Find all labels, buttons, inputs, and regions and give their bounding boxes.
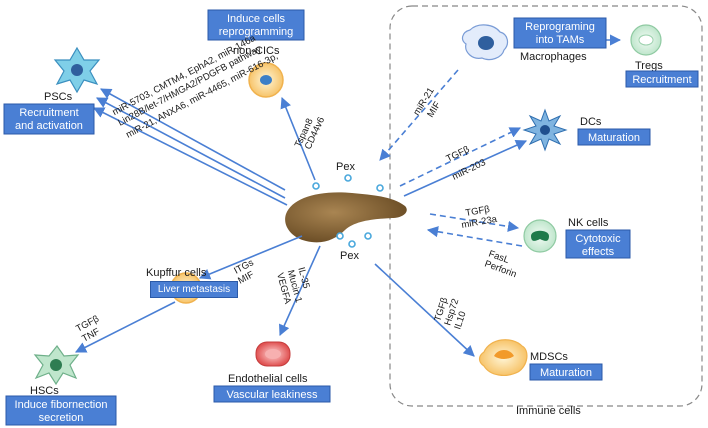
noncic-cell (248, 62, 284, 98)
dc-cell (522, 108, 568, 152)
box-recruitment-activation: Recruitment and activation (3, 103, 95, 135)
nk-label: NK cells (568, 217, 609, 229)
svg-text:Recruitment: Recruitment (632, 74, 691, 86)
dcs-label: DCs (580, 116, 602, 128)
svg-text:Induce fibornection: Induce fibornection (15, 399, 108, 411)
endothelial-cell (255, 341, 291, 367)
box-reprogramming-tams: Reprograming into TAMs (513, 17, 607, 49)
svg-text:Induce cells: Induce cells (227, 13, 286, 25)
macrophage-cell (461, 24, 509, 61)
svg-text:secretion: secretion (39, 412, 84, 424)
mdsc-cell (478, 339, 528, 376)
arrow-to-kupffur (198, 235, 303, 280)
svg-text:into TAMs: into TAMs (536, 34, 585, 46)
box-induce-reprogramming: Induce cells reprogramming (207, 9, 305, 41)
kupffur-label: Kupffur cells (146, 267, 207, 279)
arrow-nk-to-pex (426, 226, 523, 247)
macrophages-label: Macrophages (520, 51, 587, 63)
mdscs-label: MDSCs (530, 351, 568, 363)
box-mdsc-maturation: Maturation (529, 363, 603, 381)
arrow-to-pscs-3 (92, 107, 288, 206)
pex-vesicles (312, 174, 384, 248)
svg-text:Cytotoxic: Cytotoxic (575, 233, 621, 245)
arrow-to-pscs-2 (96, 97, 286, 199)
svg-text:reprogramming: reprogramming (219, 26, 294, 38)
arrow-to-mdscs (374, 263, 475, 357)
arrow-to-noncics (280, 96, 316, 181)
endothelial-label: Endothelial cells (228, 373, 308, 385)
pex-label-bottom: Pex (340, 250, 359, 262)
nk-cell (523, 219, 557, 253)
arrow-to-endothelial (279, 245, 321, 337)
box-vascular-leakiness: Vascular leakiness (213, 385, 331, 403)
hsc-cell (33, 344, 80, 386)
arrow-to-nk-dashed (429, 213, 520, 232)
svg-text:and activation: and activation (15, 120, 83, 132)
pancreas-organ (285, 192, 407, 243)
pscs-label: PSCs (44, 91, 73, 103)
svg-text:Maturation: Maturation (540, 367, 592, 379)
box-tregs-recruitment: Recruitment (625, 70, 699, 88)
pex-label-top: Pex (336, 161, 355, 173)
arrow-to-dcs-dashed (399, 127, 522, 187)
mdsc-molecule-3: IL10 (452, 310, 468, 331)
immune-cells-label: Immune cells (516, 405, 581, 417)
svg-text:Reprograming: Reprograming (525, 21, 595, 33)
liver-metastasis-text: Liver metastasis (157, 284, 231, 295)
box-fibronection: Induce fibornection secretion (5, 395, 117, 426)
box-dc-maturation: Maturation (577, 128, 651, 146)
box-cytotoxic-effects: Cytotoxic effects (565, 229, 631, 259)
liver-metastasis-box: Liver metastasis (150, 281, 238, 298)
psc-cell (53, 46, 101, 94)
tregs-label: Tregs (635, 60, 663, 72)
arrow-to-dcs (403, 140, 528, 197)
svg-text:effects: effects (582, 246, 615, 258)
arrow-to-pscs-1 (100, 88, 286, 191)
svg-text:Vascular leakiness: Vascular leakiness (227, 389, 318, 401)
treg-cell (630, 24, 662, 56)
hscs-label: HSCs (30, 385, 59, 397)
nk-molecule-1: TGFβ (465, 204, 492, 219)
dc-molecule-1: TGFβ (444, 144, 471, 165)
arrow-to-hscs (75, 301, 176, 353)
svg-text:Maturation: Maturation (588, 132, 640, 144)
svg-text:Recruitment: Recruitment (19, 107, 78, 119)
noncic-label: non-CICs (233, 45, 280, 57)
